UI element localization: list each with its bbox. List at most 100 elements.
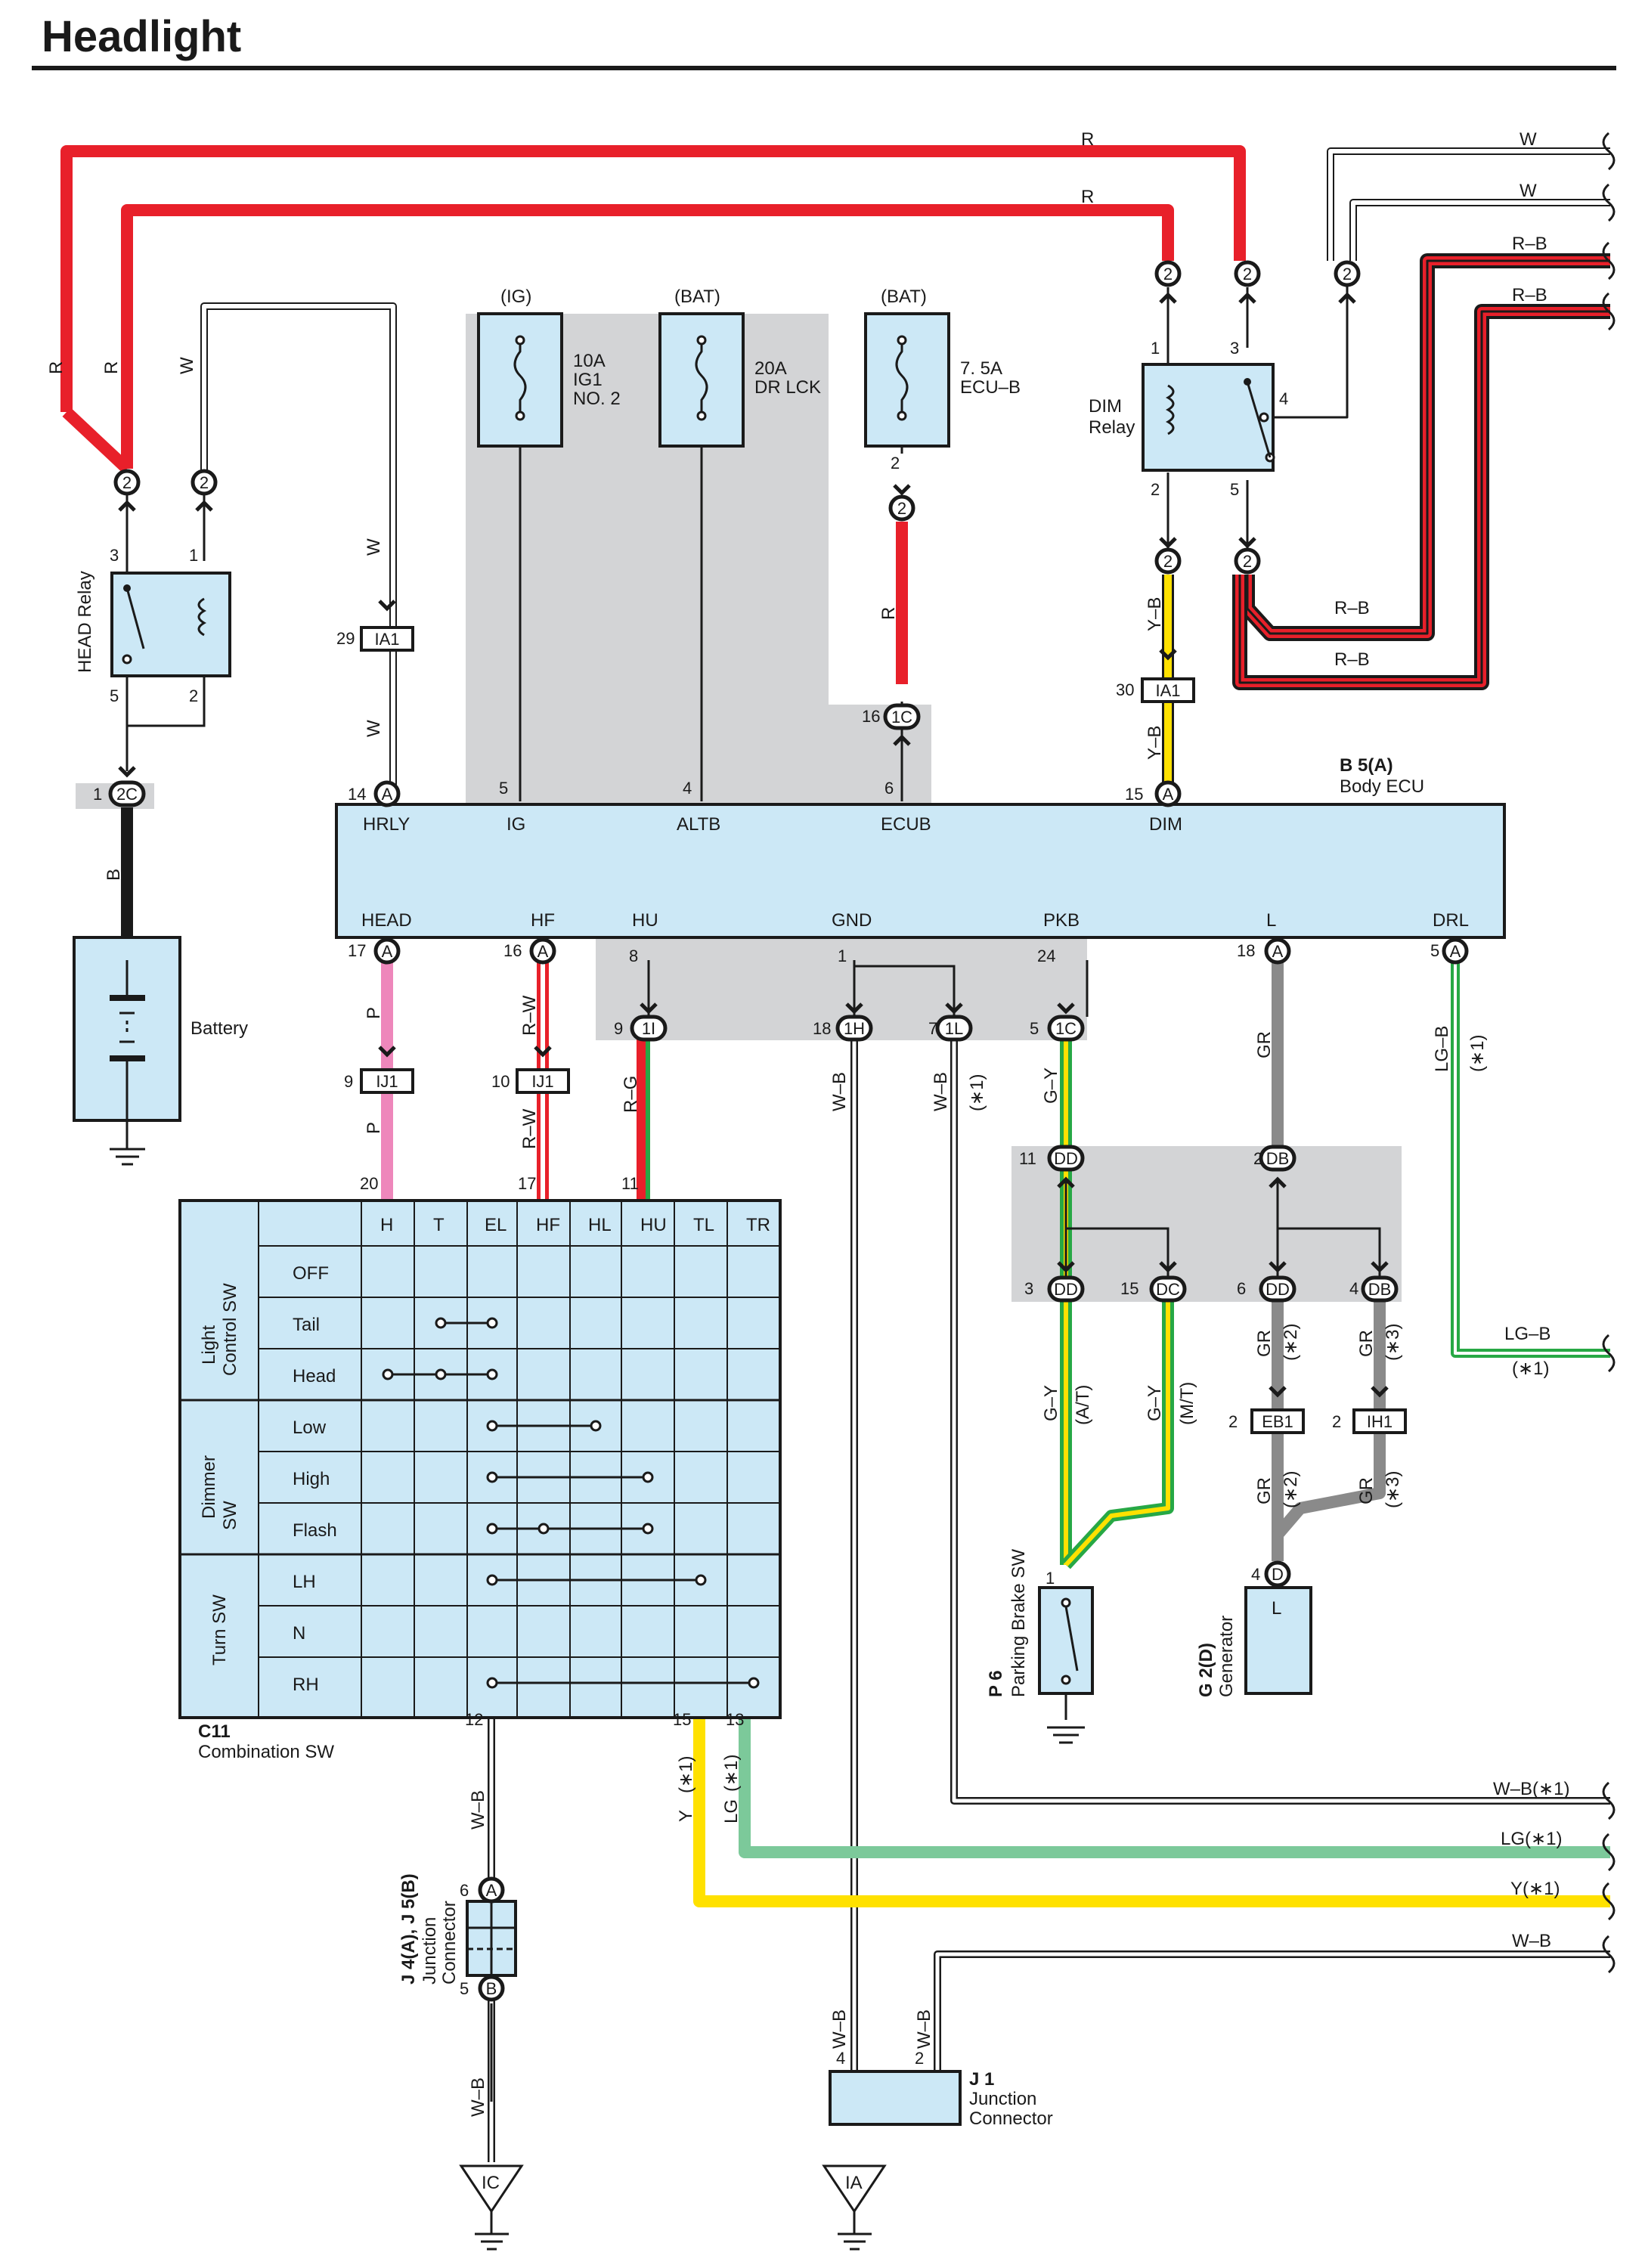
wire-label-23: W–B xyxy=(931,1072,951,1111)
pin-43: 1 xyxy=(1046,1569,1055,1588)
wire-label-24: (∗1) xyxy=(967,1074,987,1111)
wire-label-26: GR xyxy=(1254,1031,1275,1058)
pin-25: 5 xyxy=(1430,941,1439,960)
table-col-tl: TL xyxy=(693,1215,714,1235)
comb-sw-name: Combination SW xyxy=(198,1742,334,1762)
wire-label-16: B xyxy=(104,869,124,881)
gy-wires xyxy=(1060,1040,1174,1569)
table-row-head: Head xyxy=(293,1366,336,1387)
table-col-hl: HL xyxy=(588,1215,612,1235)
pin-51: 2 xyxy=(915,2049,924,2068)
parking-brake-name: Parking Brake SW xyxy=(1008,1549,1029,1697)
pin-37: 3 xyxy=(1024,1279,1033,1298)
connector-a: A xyxy=(382,785,393,804)
wire-label-34: (M/T) xyxy=(1177,1382,1197,1425)
wire-label-31: G–Y xyxy=(1041,1385,1061,1421)
pin-39: 6 xyxy=(1237,1279,1246,1298)
wire-label-5: R–B xyxy=(1512,285,1547,305)
fuse-dr-lck: (BAT) 20A DR LCK xyxy=(658,287,821,448)
wire-label-46: LG xyxy=(721,1799,742,1823)
j4-name2: Connector xyxy=(439,1901,460,1984)
connector-two: 2 xyxy=(1343,265,1352,284)
pin-14: 1 xyxy=(1151,339,1160,358)
fuse-ig1-rating: 10A xyxy=(573,351,606,371)
ecu-term-gnd: GND xyxy=(832,910,872,931)
dim-relay-label-2: Relay xyxy=(1089,417,1135,438)
wire-label-52: W–B xyxy=(829,2009,850,2049)
pin-32: 20 xyxy=(360,1174,378,1193)
ecu-term-hf: HF xyxy=(531,910,555,931)
wire-label-39: GR xyxy=(1254,1477,1275,1504)
wire-label-42: (∗3) xyxy=(1383,1471,1403,1508)
wire-label-53: W–B xyxy=(914,2009,934,2049)
wire-label-1: R xyxy=(1081,187,1094,207)
ecu-term-l: L xyxy=(1266,910,1276,931)
wire-label-32: (A/T) xyxy=(1073,1385,1093,1425)
j1-name1: Junction xyxy=(969,2089,1036,2109)
connector-d: D xyxy=(1272,1565,1284,1584)
pin-28: 7 xyxy=(928,1019,937,1038)
wb-wires xyxy=(488,1040,1610,2162)
junction-j1: J 1 Junction Connector xyxy=(829,2069,1053,2129)
ecu-term-hu: HU xyxy=(632,910,658,931)
junction-j4: J 4(A), J 5(B) Junction Connector xyxy=(398,1873,517,1984)
connector-a: A xyxy=(1450,942,1461,961)
connector-1i: 1I xyxy=(642,1019,655,1038)
pin-35: 11 xyxy=(1019,1149,1036,1168)
wire-label-12: W xyxy=(364,720,384,737)
grounds xyxy=(110,1148,1085,2251)
wire-label-22: W–B xyxy=(829,1072,850,1111)
connector-two: 2 xyxy=(897,499,906,518)
fuse-dr-lck-name: DR LCK xyxy=(754,377,821,398)
dim-relay: DIM Relay xyxy=(1089,363,1275,472)
wire-label-13: R xyxy=(878,607,899,620)
pin-9: 4 xyxy=(683,779,692,798)
wire-label-35: GR xyxy=(1254,1330,1275,1357)
wire-label-48: W–B(∗1) xyxy=(1493,1779,1569,1799)
wire-label-0: R xyxy=(1081,129,1094,150)
pin-27: 18 xyxy=(813,1019,831,1038)
connector-ij1: IJ1 xyxy=(531,1072,553,1091)
wire-label-29: LG–B xyxy=(1504,1324,1551,1344)
generator: L G 2(D) Generator xyxy=(1196,1586,1312,1697)
pin-21: 8 xyxy=(629,947,638,965)
j1-name2: Connector xyxy=(969,2108,1053,2129)
pin-19: 17 xyxy=(348,941,366,960)
fuse-ecu-b: (BAT) 7. 5A ECU–B xyxy=(864,287,1021,448)
table-group-1-name2: SW xyxy=(220,1501,240,1530)
connector-two: 2 xyxy=(1243,265,1252,284)
pin-22: 1 xyxy=(838,947,847,965)
y-lg-wires xyxy=(693,1716,1610,1907)
pin-15: 3 xyxy=(1230,339,1239,358)
wire-label-9: R xyxy=(101,361,122,374)
pin-7: 14 xyxy=(348,785,366,804)
pin-50: 4 xyxy=(836,2049,845,2068)
wire-label-28: (∗1) xyxy=(1467,1035,1488,1072)
fuse-dr-lck-source: (BAT) xyxy=(674,287,720,307)
connector-a: A xyxy=(486,1881,497,1900)
wire-label-15: Y–B xyxy=(1145,726,1165,760)
ecu-term-hrly: HRLY xyxy=(363,814,410,835)
ecu-term-ecub: ECUB xyxy=(881,814,931,835)
wire-label-25: G–Y xyxy=(1041,1067,1061,1104)
rb-wires xyxy=(1232,253,1610,690)
pin-38: 15 xyxy=(1120,1279,1138,1298)
pin-17: 2 xyxy=(1151,480,1160,499)
pin-16: 4 xyxy=(1279,389,1288,408)
fuse-ig1: (IG) 10A IG1 NO. 2 xyxy=(477,287,621,448)
table-col-hf: HF xyxy=(536,1215,560,1235)
ground-ic: IC xyxy=(482,2173,500,2193)
pin-12: 16 xyxy=(862,707,880,726)
table-row-rh: RH xyxy=(293,1675,319,1695)
pin-3: 2 xyxy=(189,686,198,705)
wire-label-11: W xyxy=(364,538,384,556)
wire-label-33: G–Y xyxy=(1145,1385,1165,1421)
generator-terminal: L xyxy=(1272,1598,1281,1619)
pin-23: 24 xyxy=(1037,947,1055,965)
pin-18: 5 xyxy=(1230,480,1239,499)
shaded-areas xyxy=(76,314,1402,1302)
connector-ia1: IA1 xyxy=(374,630,399,649)
connector-dd: DD xyxy=(1054,1280,1078,1299)
